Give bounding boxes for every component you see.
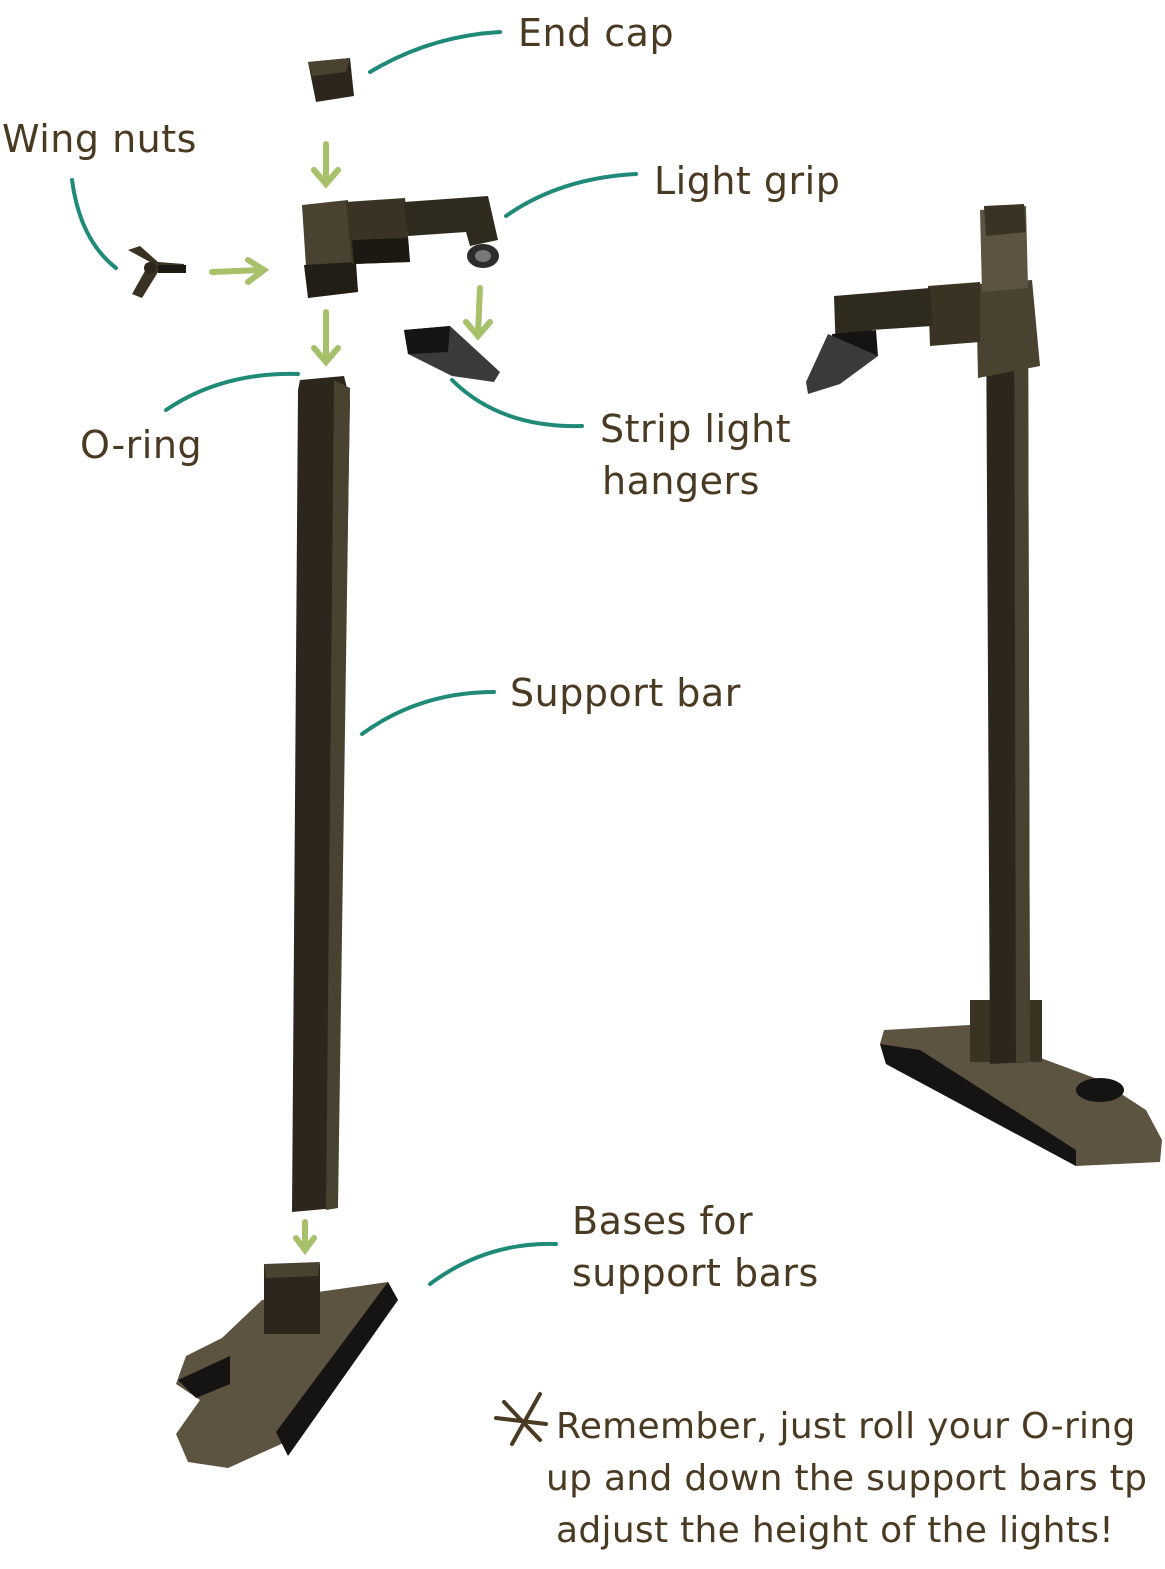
note-line-3: adjust the height of the lights!	[556, 1510, 1115, 1551]
label-wing-nuts: Wing nuts	[2, 117, 197, 161]
note-line-2: up and down the support bars tp	[546, 1458, 1148, 1499]
end-cap-part	[308, 58, 354, 102]
label-strip-light-hangers-line2: hangers	[602, 459, 760, 503]
label-o-ring: O-ring	[80, 423, 203, 467]
strip-light-hanger-part	[404, 326, 500, 382]
wing-nut-part	[128, 246, 186, 298]
label-support-bar: Support bar	[510, 671, 741, 715]
label-bases-line1: Bases for	[572, 1199, 754, 1243]
label-light-grip: Light grip	[654, 159, 841, 203]
leader-lines	[70, 30, 638, 1286]
support-base-part	[176, 1262, 398, 1468]
light-grip-part	[302, 196, 499, 298]
note-line-1: Remember, just roll your O-ring	[556, 1406, 1136, 1447]
assembled-stand	[806, 204, 1162, 1166]
support-bar-part	[292, 376, 350, 1212]
assembly-arrows	[209, 141, 493, 1255]
label-end-cap: End cap	[518, 11, 675, 55]
label-bases-line2: support bars	[572, 1251, 819, 1295]
note-star-icon	[494, 1392, 548, 1446]
label-strip-light-hangers-line1: Strip light	[600, 407, 792, 451]
